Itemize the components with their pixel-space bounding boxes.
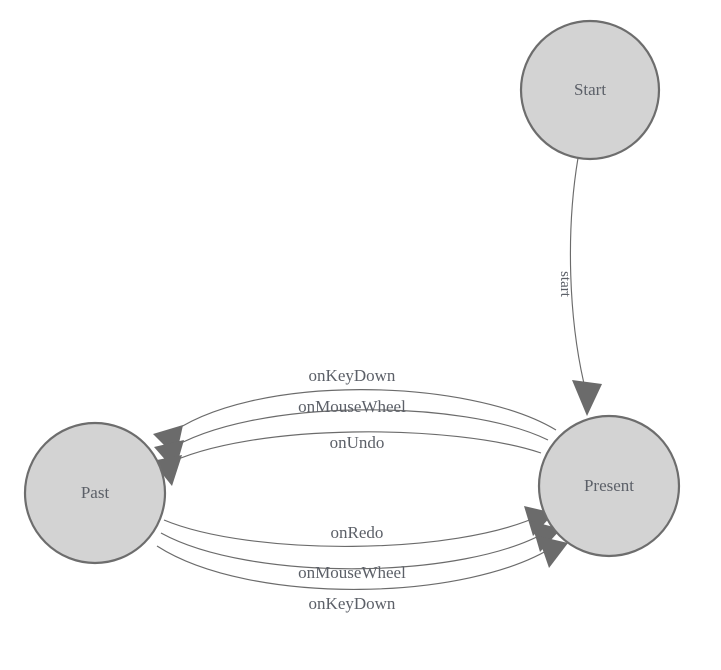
edge-undo-path [164,431,542,466]
edge-undo-label: onUndo [330,433,385,452]
edge-wheel-up-label: onMouseWheel [298,397,406,416]
edge-keydown-dn-path [156,544,557,590]
edge-keydown-up-path [165,389,557,438]
edge-redo-label: onRedo [331,523,384,542]
node-start-circle [519,19,661,161]
edge-start-arrowhead [572,380,602,416]
edge-keydown-dn-arrowhead [538,536,568,568]
node-start-label: Start [574,80,606,99]
node-present-label: Present [584,476,634,495]
edge-wheel-up-path [166,409,549,452]
node-start[interactable]: Start [519,19,661,161]
edge-redo-past-to-present[interactable]: onRedo [163,506,554,547]
edge-start-label: start [557,271,573,298]
edge-start-path [569,157,587,393]
edge-wheel-dn-label: onMouseWheel [298,563,406,582]
edge-redo-path [163,514,542,547]
edge-undo-present-to-past[interactable]: onUndo [152,431,542,486]
edge-wheel-dn-path [160,530,549,570]
edge-keydown-up-label: onKeyDown [309,366,396,385]
edge-undo-arrowhead [152,455,182,486]
node-present[interactable]: Present [537,414,681,558]
node-present-circle [537,414,681,558]
node-past[interactable]: Past [23,421,167,565]
edge-mousewheel-present-to-past[interactable]: onMouseWheel [154,397,549,471]
edge-keydown-dn-label: onKeyDown [309,594,396,613]
node-past-label: Past [81,483,110,502]
node-past-circle [23,421,167,565]
edge-keydown-past-to-present[interactable]: onKeyDown [156,536,568,613]
edge-start[interactable]: start [557,157,602,416]
